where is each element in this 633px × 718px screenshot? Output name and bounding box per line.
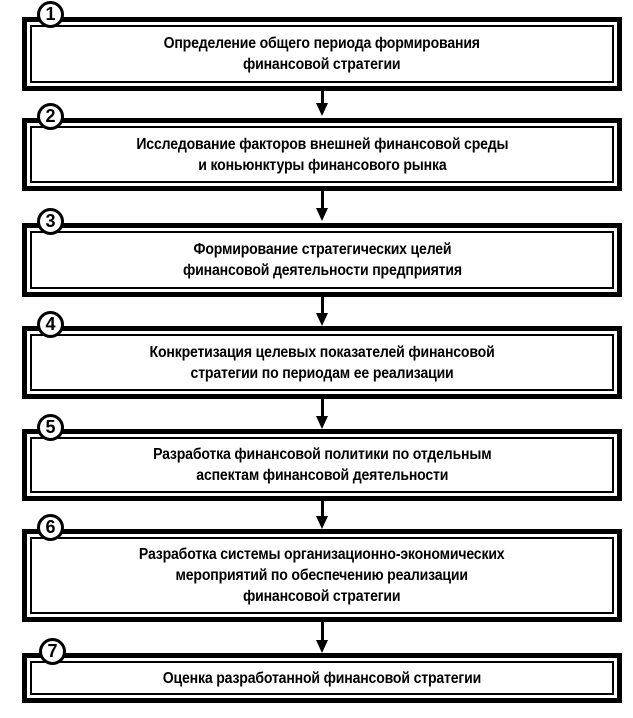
step-text-4: Конкретизация целевых показателей финанс… (149, 343, 495, 382)
step-number-badge-4: 4 (37, 311, 64, 338)
step-text-7: Оценка разработанной финансовой стратеги… (162, 669, 482, 687)
step-box-3: Формирование стратегических целей финанс… (22, 223, 622, 297)
arrow-down-icon (316, 297, 328, 326)
step-box-1: Определение общего периода формирования … (22, 17, 622, 91)
step-box-inner-5: Разработка финансовой политики по отдель… (30, 437, 614, 493)
step-text-2: Исследование факторов внешней финансовой… (135, 135, 509, 174)
step-box-5: Разработка финансовой политики по отдель… (22, 429, 622, 501)
step-box-7: Оценка разработанной финансовой стратеги… (22, 653, 622, 703)
step-number-badge-2: 2 (37, 103, 64, 130)
step-number-badge-7: 7 (39, 638, 66, 665)
step-box-inner-6: Разработка системы организационно-эконом… (30, 537, 614, 614)
step-number-badge-1: 1 (37, 1, 64, 28)
arrow-down-icon (316, 501, 328, 529)
arrow-down-icon (316, 91, 328, 116)
step-number-badge-6: 6 (37, 514, 64, 541)
arrow-down-icon (316, 622, 328, 653)
step-text-5: Разработка финансовой политики по отдель… (152, 446, 492, 484)
step-box-inner-7: Оценка разработанной финансовой стратеги… (30, 661, 614, 695)
step-box-2: Исследование факторов внешней финансовой… (22, 118, 622, 191)
step-box-inner-4: Конкретизация целевых показателей финанс… (30, 334, 614, 391)
step-box-inner-2: Исследование факторов внешней финансовой… (30, 126, 614, 183)
step-number-badge-3: 3 (37, 208, 64, 235)
step-box-inner-3: Формирование стратегических целей финанс… (30, 231, 614, 289)
step-box-4: Конкретизация целевых показателей финанс… (22, 326, 622, 399)
step-box-6: Разработка системы организационно-эконом… (22, 529, 622, 622)
step-number-badge-5: 5 (37, 414, 64, 441)
arrow-down-icon (316, 399, 328, 429)
step-text-6: Разработка системы организационно-эконом… (139, 546, 505, 605)
step-text-1: Определение общего периода формирования … (163, 35, 481, 73)
step-text-3: Формирование стратегических целей финанс… (182, 241, 462, 279)
arrow-down-icon (316, 191, 328, 221)
step-box-inner-1: Определение общего периода формирования … (30, 25, 614, 83)
